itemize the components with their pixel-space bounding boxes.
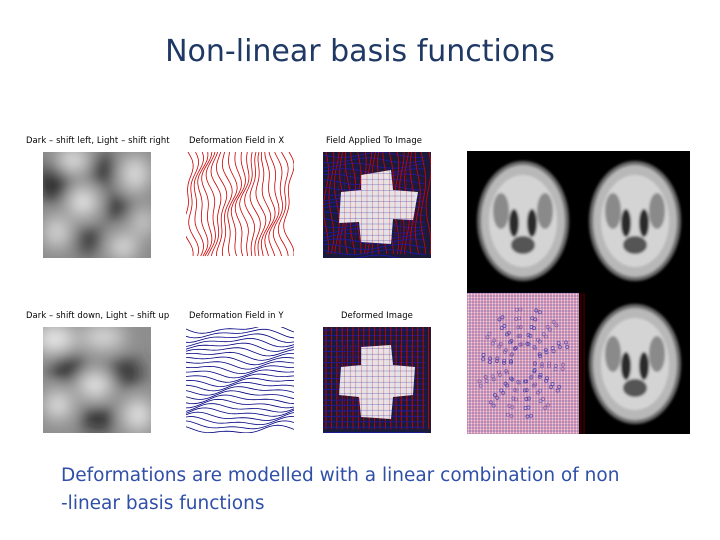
deformation-field-x bbox=[186, 152, 294, 258]
basis-y-image bbox=[43, 327, 151, 433]
caption-field-y: Deformation Field in Y bbox=[189, 310, 284, 320]
slide-body-text: Deformations are modelled with a linear … bbox=[61, 462, 681, 518]
body-line-1: Deformations are modelled with a linear … bbox=[61, 465, 620, 486]
caption-shift-y: Dark – shift down, Light – shift up bbox=[26, 310, 170, 320]
caption-deformed: Deformed Image bbox=[341, 310, 413, 320]
caption-shift-x: Dark – shift left, Light – shift right bbox=[26, 135, 170, 145]
deformation-field-y bbox=[186, 327, 294, 433]
brain-mri-panel bbox=[467, 151, 690, 434]
slide-title: Non-linear basis functions bbox=[165, 34, 555, 69]
field-applied-image bbox=[323, 152, 431, 258]
deformed-image bbox=[323, 327, 431, 433]
basis-x-image bbox=[43, 152, 151, 258]
caption-field-applied: Field Applied To Image bbox=[326, 135, 423, 145]
caption-field-x: Deformation Field in X bbox=[189, 135, 285, 145]
body-line-2: -linear basis functions bbox=[61, 493, 265, 514]
